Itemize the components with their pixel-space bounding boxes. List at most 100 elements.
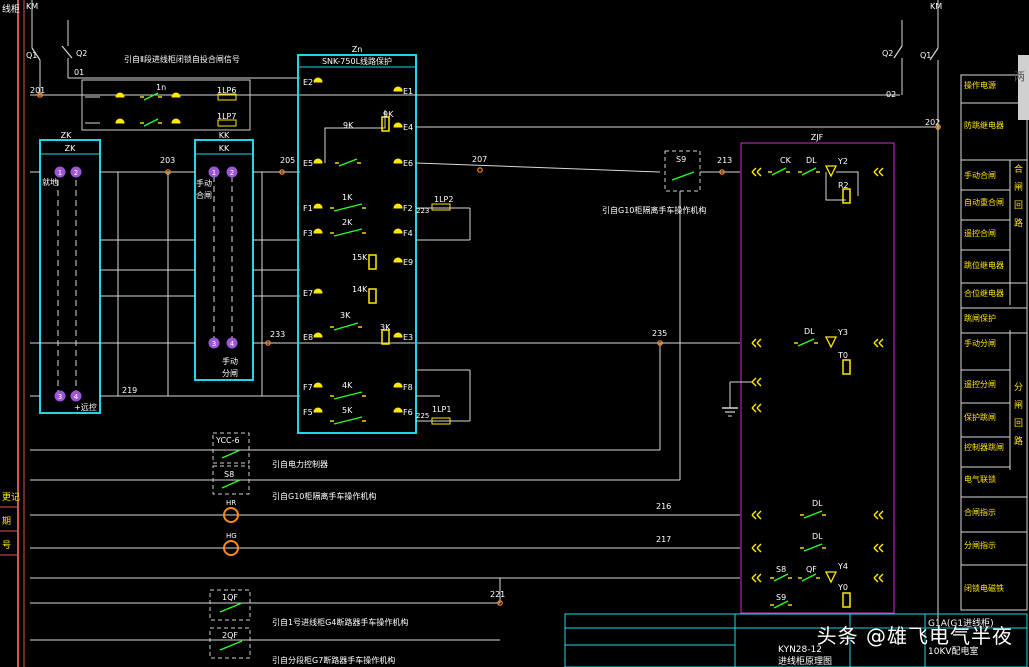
connector-right-icon [873,167,879,173]
connector-left-icon [751,381,757,387]
terminal-icon [393,158,403,164]
connector-right-icon [873,338,879,344]
zk-terminal-label: 3 [58,393,62,401]
contact-1k-icon [333,203,363,212]
ycc-contact-icon [221,449,241,459]
contact-label: 3K [380,323,391,332]
table-row-label: 遥控分闸 [964,379,996,389]
s9-label: S9 [676,155,686,164]
junction-207 [477,167,483,173]
snk-left-terminal: E7 [303,289,313,298]
left-edge-row: 期 [2,516,11,527]
connector-left-icon [751,171,757,177]
watermark: 头条 @雄飞电气半夜 [816,624,1013,648]
contact-s9-icon [773,600,789,609]
wire [324,110,386,163]
zjf-coil-label: Y4 [837,562,848,571]
wire [415,162,661,173]
terminal-icon [393,122,403,128]
lp6-label: 1LP6 [217,86,236,95]
terminal-icon [393,407,403,413]
s9-desc: 引自G10柜隔离手车操作机构 [602,205,706,215]
connector-left-icon [756,377,762,383]
terminal-icon [313,77,323,83]
q1-switch-icon [31,47,41,61]
connector-left-icon [756,381,762,387]
q1-left-label: Q1 [26,51,37,60]
hg-label: HG [226,532,237,540]
contact-label: 1K [342,193,353,202]
coil-r2-icon [842,188,851,204]
node-205: 205 [280,156,295,165]
table-row-label: 跳位继电器 [964,260,1004,270]
junction-221 [497,600,503,606]
q2-switch-icon [61,45,73,59]
table-group-open: 闸 [1014,400,1023,411]
connector-right-icon [873,171,879,177]
node-233: 233 [270,330,285,339]
zjf-box [740,142,895,614]
qf1-desc: 引自1号进线柜G4断路器手车操作机构 [272,617,408,627]
kk-terminal-label: 2 [230,169,234,177]
table-row-label: 分闸指示 [964,540,996,550]
connector-left-icon [751,547,757,553]
contact-1n-label: 1n [156,83,166,92]
node-213: 213 [717,156,732,165]
snk-left-terminal: E5 [303,159,313,168]
terminal-icon [313,203,323,209]
left-edge-label: 线柜 [2,3,20,15]
contact-dl3-icon [803,510,823,519]
title-t1: G1A(G1进线柜) [928,617,994,629]
connector-left-icon [751,377,757,383]
kk-label-close: 合闸 [196,190,212,200]
table-group-close: 回 [1014,200,1023,211]
link-plate-icon [431,417,451,425]
s9-contact-icon [671,171,695,181]
connector-right-icon [873,510,879,516]
title-block [564,613,1028,667]
snk-left-terminal: F5 [303,408,313,417]
kk-terminal-label: 3 [212,340,216,348]
coil-14k-icon [368,288,377,304]
snk-right-terminal: E6 [403,159,413,168]
ycc-desc: 引自电力控制器 [272,459,328,469]
title-t4: 10KV配电室 [928,645,979,657]
kk-label-open: 分闸 [222,369,238,378]
link-plate-icon [431,203,451,211]
qf2-contact-icon [219,640,243,651]
table-row-label: 操作电源 [964,80,996,90]
zk-label-auto: 就地 [42,177,58,187]
connector-left-icon [751,514,757,520]
connector-left-icon [756,577,762,583]
zjf-contact-label: DL [806,156,817,165]
qf1-contact-icon [219,602,243,613]
terminal-icon [171,118,181,124]
terminal-icon [313,382,323,388]
diode-icon [824,165,838,178]
connector-right-icon [878,167,884,173]
connector-left-icon [756,171,762,177]
hr-lamp-icon [223,507,239,523]
link-plate-icon [217,119,237,127]
contact-9k-icon [338,158,358,167]
connector-left-icon [756,543,762,549]
tie-signal-label: 引自Ⅱ段进线柜闭锁自投合闸信号 [124,54,240,64]
terminal-icon [313,158,323,164]
q2-right-switch-icon [893,45,903,59]
s8-box [212,465,250,495]
lp7-label: 1LP7 [217,112,236,121]
terminal-icon [115,118,125,124]
k-right-label: KM [930,2,942,11]
node-207: 207 [472,155,487,164]
ycc-box [212,432,250,464]
zk-label-man: +远控 [74,402,97,412]
snk-left-terminal: E2 [303,78,313,87]
node-221: 221 [490,590,505,599]
s8-desc: 引自G10柜隔离手车操作机构 [272,491,376,501]
zk-terminal-icon [54,390,66,402]
terminal-icon [115,92,125,98]
contact-label: 5K [342,406,353,415]
table-row-label: 电气联锁 [964,474,996,484]
junction-205 [279,169,285,175]
table-group-open: 回 [1014,418,1023,429]
